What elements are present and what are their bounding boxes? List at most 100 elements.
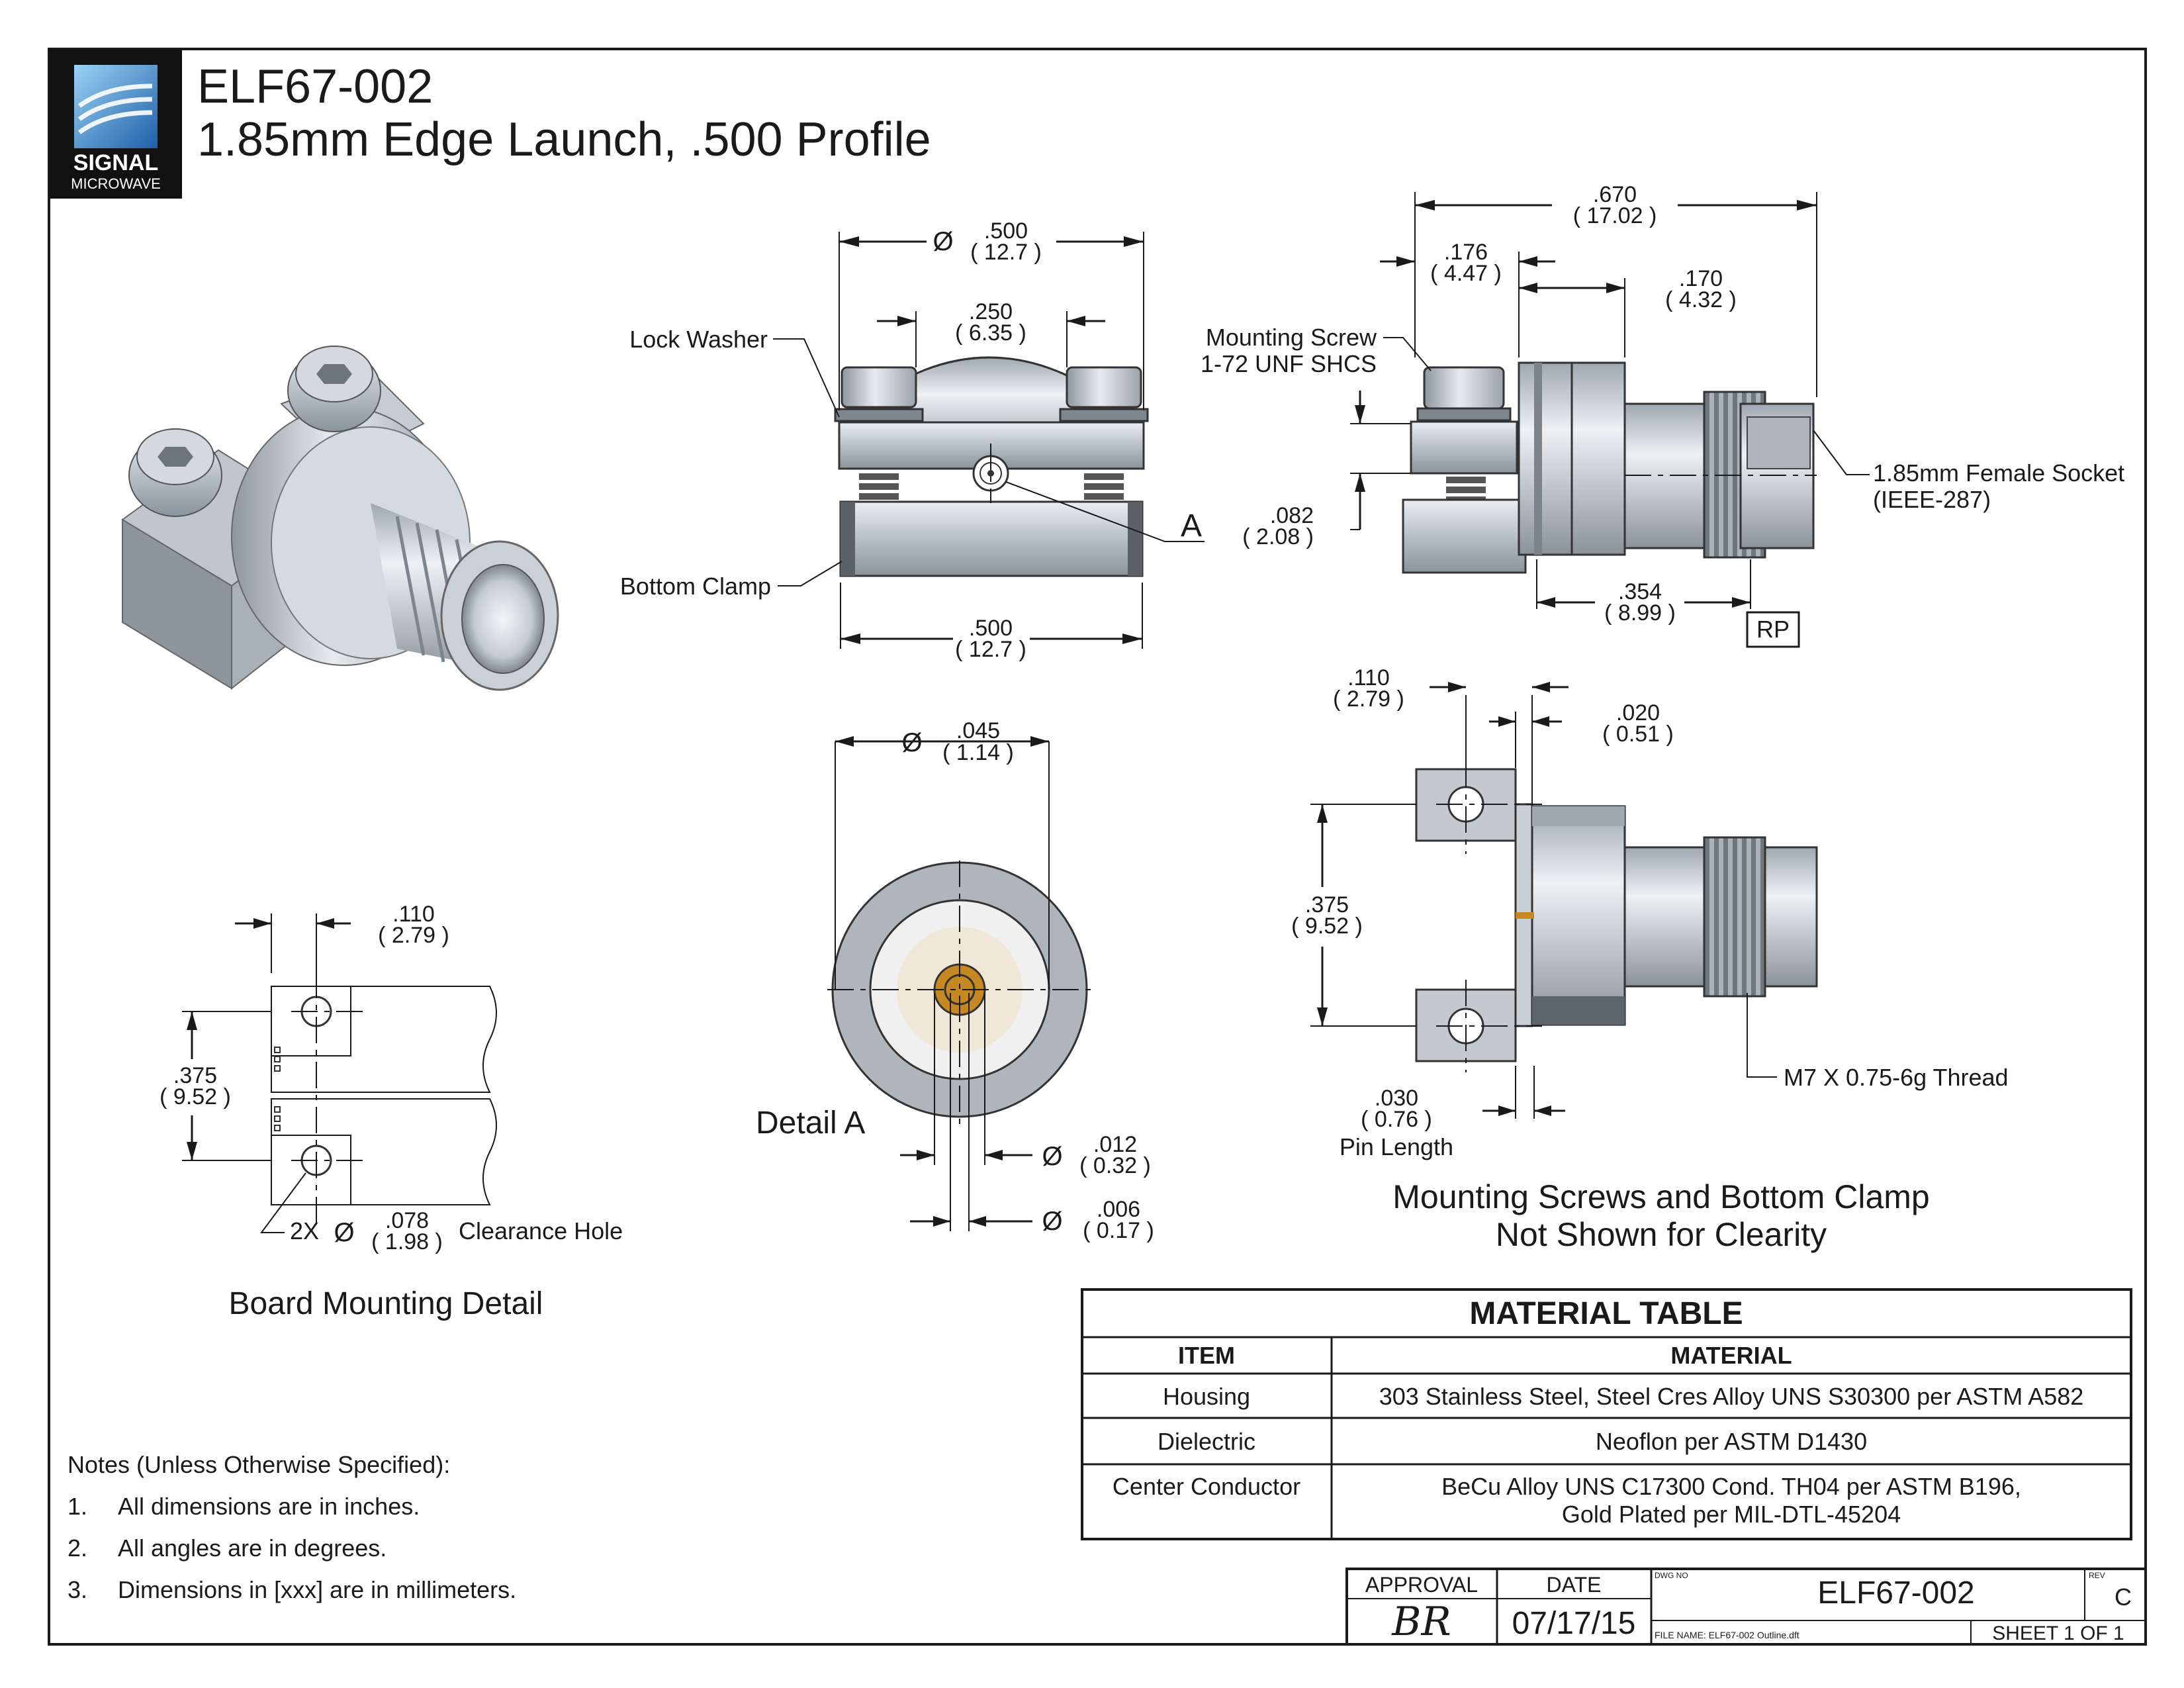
title-description: 1.85mm Edge Launch, .500 Profile — [197, 113, 931, 166]
logo-line-2: MICROWAVE — [71, 175, 161, 192]
dim-045-mm: ( 1.14 ) — [942, 740, 1014, 765]
detail-a-view: Ø .045 ( 1.14 ) Ø .012 ( 0.32 ) Ø .006 (… — [756, 718, 1154, 1243]
dim-250-in: .250 — [969, 299, 1013, 324]
dim-006-mm: ( 0.17 ) — [1083, 1218, 1154, 1243]
row-3-material-line-2: Gold Plated per MIL-DTL-45204 — [1562, 1501, 1901, 1528]
notes: Notes (Unless Otherwise Specified): 1. A… — [68, 1451, 516, 1603]
socket-label-2: (IEEE-287) — [1873, 486, 1991, 513]
dim-500-top-mm: ( 12.7 ) — [970, 240, 1042, 265]
dim-500-bottom-mm: ( 12.7 ) — [955, 637, 1026, 662]
note-1-num: 1. — [68, 1493, 87, 1520]
material-table-title: MATERIAL TABLE — [1469, 1296, 1743, 1331]
dim-006-in: .006 — [1097, 1197, 1140, 1222]
pin-length-label: Pin Length — [1340, 1133, 1453, 1160]
approval-signature: BR — [1391, 1599, 1451, 1645]
top-dim-375-mm: ( 9.52 ) — [1291, 914, 1363, 939]
dim-354-mm: ( 8.99 ) — [1604, 600, 1676, 626]
sheet-number: SHEET 1 OF 1 — [1992, 1622, 2124, 1644]
bottom-clamp-label: Bottom Clamp — [620, 573, 771, 600]
top-view-caption-2: Not Shown for Clearity — [1496, 1216, 1827, 1253]
detail-a-label: Detail A — [756, 1105, 865, 1141]
dim-012-in: .012 — [1093, 1132, 1137, 1157]
file-name: FILE NAME: ELF67-002 Outline.dft — [1655, 1630, 1799, 1640]
dim-670-mm: ( 17.02 ) — [1573, 203, 1657, 228]
top-dim-375-in: .375 — [1305, 892, 1349, 917]
board-dim-110-in: .110 — [392, 902, 435, 927]
svg-text:Ø: Ø — [1042, 1207, 1062, 1236]
thread-label: M7 X 0.75-6g Thread — [1784, 1064, 2009, 1091]
dwg-no-label: DWG NO — [1655, 1571, 1688, 1580]
dim-500-bottom-in: .500 — [969, 616, 1013, 641]
board-detail-caption: Board Mounting Detail — [229, 1286, 543, 1321]
title-block: APPROVAL BR DATE 07/17/15 DWG NO ELF67-0… — [1345, 1568, 2147, 1646]
diameter-symbol: Ø — [933, 227, 953, 256]
date-value: 07/17/15 — [1512, 1606, 1636, 1641]
row-3-material-line-1: BeCu Alloy UNS C17300 Cond. TH04 per AST… — [1441, 1473, 2021, 1500]
company-logo: SIGNAL MICROWAVE — [50, 50, 182, 199]
dim-045-in: .045 — [956, 718, 1000, 743]
hole-prefix: 2X — [290, 1217, 319, 1244]
approval-label: APPROVAL — [1365, 1573, 1478, 1597]
note-3-num: 3. — [68, 1576, 87, 1603]
dim-176-in: .176 — [1444, 240, 1488, 265]
dim-082-in: .082 — [1270, 503, 1314, 528]
rp-label: RP — [1756, 616, 1790, 643]
note-2-num: 2. — [68, 1534, 87, 1562]
top-dim-110-in: .110 — [1347, 665, 1390, 690]
date-label: DATE — [1547, 1573, 1602, 1597]
dim-354-in: .354 — [1618, 579, 1662, 604]
sheet-border — [48, 48, 2147, 1646]
socket-label-1: 1.85mm Female Socket — [1873, 459, 2124, 487]
dim-170-in: .170 — [1679, 266, 1723, 291]
rev-value: C — [2115, 1583, 2132, 1611]
board-dim-375-mm: ( 9.52 ) — [159, 1084, 231, 1109]
front-view: Ø .500 ( 12.7 ) .250 ( 6.35 ) .500 ( 12.… — [620, 218, 1205, 662]
note-2-text: All angles are in degrees. — [118, 1534, 387, 1562]
dim-012-mm: ( 0.32 ) — [1079, 1153, 1151, 1178]
top-view-caption-1: Mounting Screws and Bottom Clamp — [1392, 1178, 1929, 1215]
isometric-render — [121, 346, 559, 691]
notes-heading: Notes (Unless Otherwise Specified): — [68, 1451, 450, 1478]
lock-washer-label: Lock Washer — [629, 326, 768, 353]
board-dim-110-mm: ( 2.79 ) — [378, 923, 449, 948]
row-2-material: Neoflon per ASTM D1430 — [1596, 1428, 1867, 1455]
svg-text:Ø: Ø — [334, 1218, 354, 1247]
row-3-item: Center Conductor — [1113, 1473, 1300, 1500]
top-dim-110-mm: ( 2.79 ) — [1333, 686, 1404, 712]
dim-082-mm: ( 2.08 ) — [1242, 524, 1314, 549]
board-dim-375-in: .375 — [173, 1063, 217, 1088]
svg-text:Ø: Ø — [1042, 1142, 1062, 1171]
hole-suffix: Clearance Hole — [459, 1217, 623, 1244]
rev-label: REV — [2089, 1571, 2105, 1580]
hole-dim-mm: ( 1.98 ) — [371, 1229, 443, 1254]
row-2-item: Dielectric — [1158, 1428, 1255, 1455]
dwg-no-value: ELF67-002 — [1817, 1575, 1975, 1611]
material-table: MATERIAL TABLE ITEM MATERIAL Housing 303… — [1081, 1288, 2132, 1540]
header-material: MATERIAL — [1670, 1342, 1792, 1369]
dim-176-mm: ( 4.47 ) — [1430, 261, 1502, 286]
svg-text:Ø: Ø — [901, 728, 922, 757]
mounting-screw-label-2: 1-72 UNF SHCS — [1201, 350, 1377, 377]
note-1-text: All dimensions are in inches. — [118, 1493, 420, 1520]
top-dim-030-in: .030 — [1375, 1086, 1418, 1111]
top-view: .110 ( 2.79 ) .020 ( 0.51 ) .375 ( 9.52 … — [1291, 665, 2008, 1253]
row-1-item: Housing — [1163, 1383, 1250, 1410]
logo-line-1: SIGNAL — [73, 150, 158, 175]
header-item: ITEM — [1178, 1342, 1235, 1369]
mounting-screw-label-1: Mounting Screw — [1206, 324, 1377, 351]
detail-a-ref: A — [1181, 508, 1202, 543]
row-1-material: 303 Stainless Steel, Steel Cres Alloy UN… — [1379, 1383, 2084, 1410]
hole-dim-in: .078 — [385, 1208, 429, 1233]
note-3-text: Dimensions in [xxx] are in millimeters. — [118, 1576, 516, 1603]
top-dim-020-mm: ( 0.51 ) — [1602, 722, 1674, 747]
top-dim-030-mm: ( 0.76 ) — [1361, 1107, 1432, 1132]
title-part-number: ELF67-002 — [197, 60, 433, 113]
dim-250-mm: ( 6.35 ) — [955, 320, 1026, 346]
side-view: .670 ( 17.02 ) .176 ( 4.47 ) .170 ( 4.32… — [1201, 182, 2124, 648]
top-dim-020-in: .020 — [1616, 700, 1660, 726]
dim-670-in: .670 — [1593, 182, 1637, 207]
dim-500-top-in: .500 — [984, 218, 1028, 244]
board-mounting-detail: .110 ( 2.79 ) .375 ( 9.52 ) 2X Ø .078 ( … — [159, 902, 623, 1321]
dim-170-mm: ( 4.32 ) — [1665, 287, 1737, 312]
